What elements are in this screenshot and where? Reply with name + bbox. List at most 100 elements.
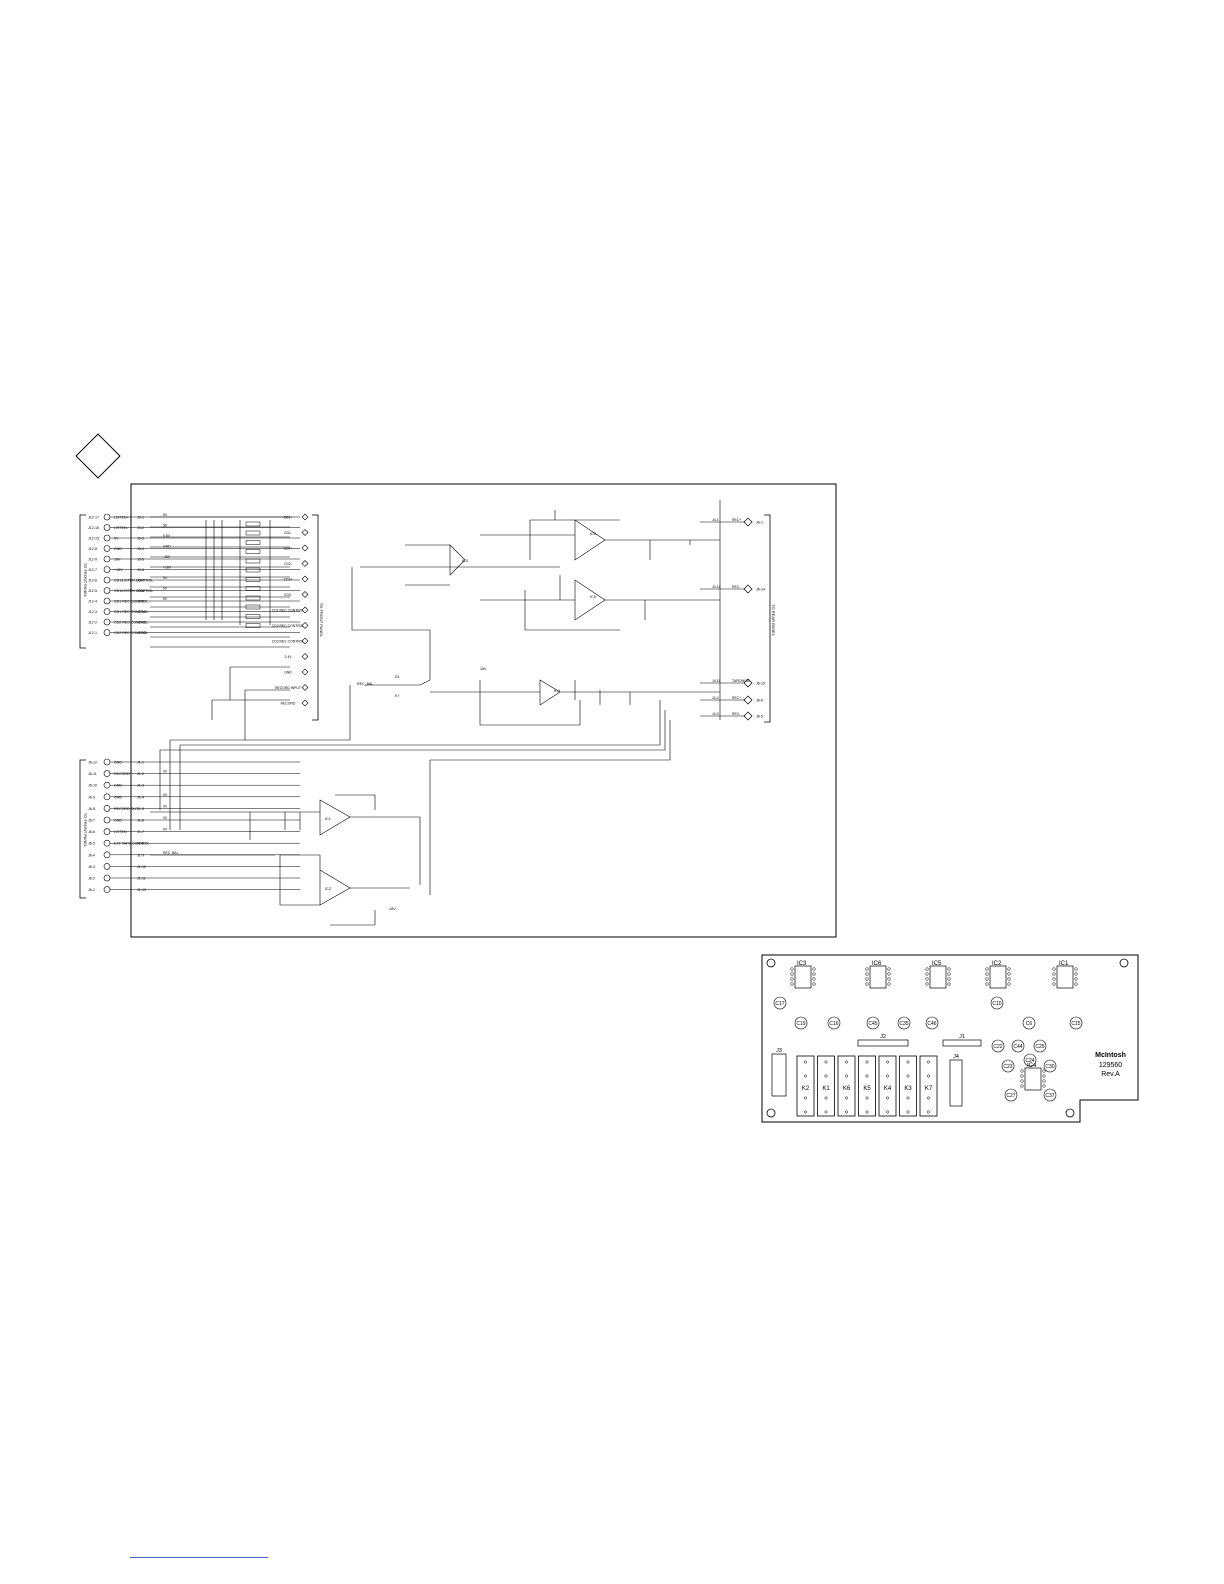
- connector-pin: J6-7: [88, 819, 95, 823]
- connector-pin: J6-1: [88, 888, 95, 892]
- schematic-misc-label: 18V: [480, 667, 487, 671]
- connector-ref: J1-8: [137, 842, 144, 846]
- pcb-capacitor-label: C19: [796, 1021, 805, 1027]
- relay-output-label: RECORD: [281, 702, 296, 706]
- relay-output-row: CD3 REC CONTROL: [272, 637, 309, 645]
- relay-output-label: CD2-: [284, 562, 292, 566]
- pcb-capacitor-label: C44: [1013, 1044, 1022, 1050]
- connector-note: +18V: [163, 566, 172, 570]
- connector-label: CD1/LISTEN CONTROL: [114, 589, 153, 593]
- pcb-capacitor: C24: [1023, 1053, 1037, 1067]
- connector-label: LISTEN-: [114, 526, 129, 530]
- pcb-capacitor: C30: [1043, 1059, 1057, 1073]
- pcb-capacitor: C45: [866, 1016, 880, 1030]
- pcb-capacitor: C10: [990, 996, 1004, 1010]
- connector-ref: J3-5: [137, 558, 144, 562]
- pcb-relay-label: K2: [802, 1086, 810, 1092]
- relay-output-row: CD1 REC CONTROL: [272, 606, 309, 614]
- pcb-relay-label: K6: [843, 1086, 851, 1092]
- output-ref: J4-3: [712, 712, 719, 716]
- left-bracket-top: [79, 514, 86, 649]
- schematic-misc-label: K7: [395, 694, 399, 698]
- connector-note: 5.8V: [163, 534, 171, 538]
- connector-ref: J1-3: [137, 784, 144, 788]
- connector-note: 0V: [163, 793, 168, 797]
- schematic-ic-label: IC4: [554, 689, 560, 693]
- pcb-relay-label: K5: [863, 1086, 871, 1092]
- relay-output-row: CD2 REC CONTROL: [272, 622, 309, 629]
- pcb-capacitor: C16: [827, 1016, 841, 1030]
- connector-ref: J1-5: [137, 807, 144, 811]
- pcb-relay: K1: [817, 1055, 835, 1117]
- output-pin: J6-15: [756, 682, 765, 686]
- connector-pin: J12-6: [88, 579, 97, 583]
- relay-output-label: CD2+: [284, 547, 293, 551]
- relay-output-label: CD1 REC CONTROL: [272, 609, 305, 613]
- relay-contact: [245, 586, 261, 591]
- pcb-relay: K7: [919, 1055, 938, 1117]
- relay-contact: [245, 530, 261, 536]
- connector-ref: J3-2: [137, 526, 144, 530]
- pcb-board-id: 129560: [1098, 1062, 1123, 1069]
- pcb-ic-label: IC4: [1027, 1063, 1037, 1069]
- connector-ref: J3-9: [137, 600, 144, 604]
- record-section: [159, 679, 720, 895]
- relay-output-row: RECORD INPUT: [275, 684, 309, 691]
- right-side-label-mid: TO REAR PANEL: [771, 604, 776, 636]
- pcb-capacitor-label: C27: [1006, 1093, 1015, 1099]
- relay-output-row: CD1+: [284, 513, 309, 521]
- pcb-relay-label: K3: [904, 1086, 912, 1092]
- relay-output-labels: CD1+CD1-CD2+CD2-CD3+CD3-CD1 REC CONTROLC…: [272, 513, 309, 707]
- pcb-ic-label: IC3: [797, 961, 807, 967]
- pcb-capacitor-label: C24: [1025, 1058, 1034, 1064]
- relay-contact: [245, 521, 261, 527]
- connector-pin: J6-4: [88, 853, 95, 857]
- pcb-capacitor: C15: [1069, 1016, 1083, 1030]
- right-side-label-top: TO FRONT PANEL: [319, 603, 324, 638]
- output-ref: J4-14: [712, 585, 721, 589]
- connector-pin: J12-15: [88, 537, 99, 541]
- pcb-capacitor-label: C35: [899, 1021, 908, 1027]
- connector-ref: J3-10: [137, 610, 146, 614]
- pcb-ic: IC3: [790, 961, 816, 989]
- connector-label: EXT TAPE CONTROL: [114, 842, 150, 846]
- relay-contacts: [245, 521, 261, 628]
- relay-output-row: CD2+: [284, 544, 309, 552]
- connector-pin: J6-3: [88, 865, 95, 869]
- connector-ref: J3-7: [137, 579, 144, 583]
- left-side-label-top: TO FRONT PANEL: [83, 563, 88, 598]
- output-pin: J6-6: [756, 699, 763, 703]
- connector-pin: J6-10: [88, 784, 97, 788]
- schematic-ic-label: IC1: [325, 817, 331, 821]
- pcb-capacitor-label: C45: [868, 1021, 877, 1027]
- schematic-misc-label: D1: [395, 675, 400, 679]
- pcb-capacitor: C37: [1043, 1088, 1057, 1102]
- schematic-misc-label: REC_BAL: [357, 682, 373, 686]
- connector-pin: J12-17: [88, 516, 99, 520]
- connector-pin: J6-6: [88, 830, 95, 834]
- connector-label: CD1/LISTEN CONTROL: [114, 579, 153, 583]
- connector-note: 5V: [163, 576, 168, 580]
- output-pin: J6-5: [756, 715, 763, 719]
- relay-output-row: CD1-: [284, 529, 309, 536]
- output-label: REC-: [732, 585, 740, 589]
- connector-label: LISTEN+: [114, 516, 129, 520]
- pcb-connector: J3: [771, 1048, 787, 1097]
- schematic-ic-label: IC5: [590, 595, 596, 599]
- pcb-capacitor-label: C6: [1026, 1021, 1033, 1027]
- connector-ref: J1-6: [137, 819, 144, 823]
